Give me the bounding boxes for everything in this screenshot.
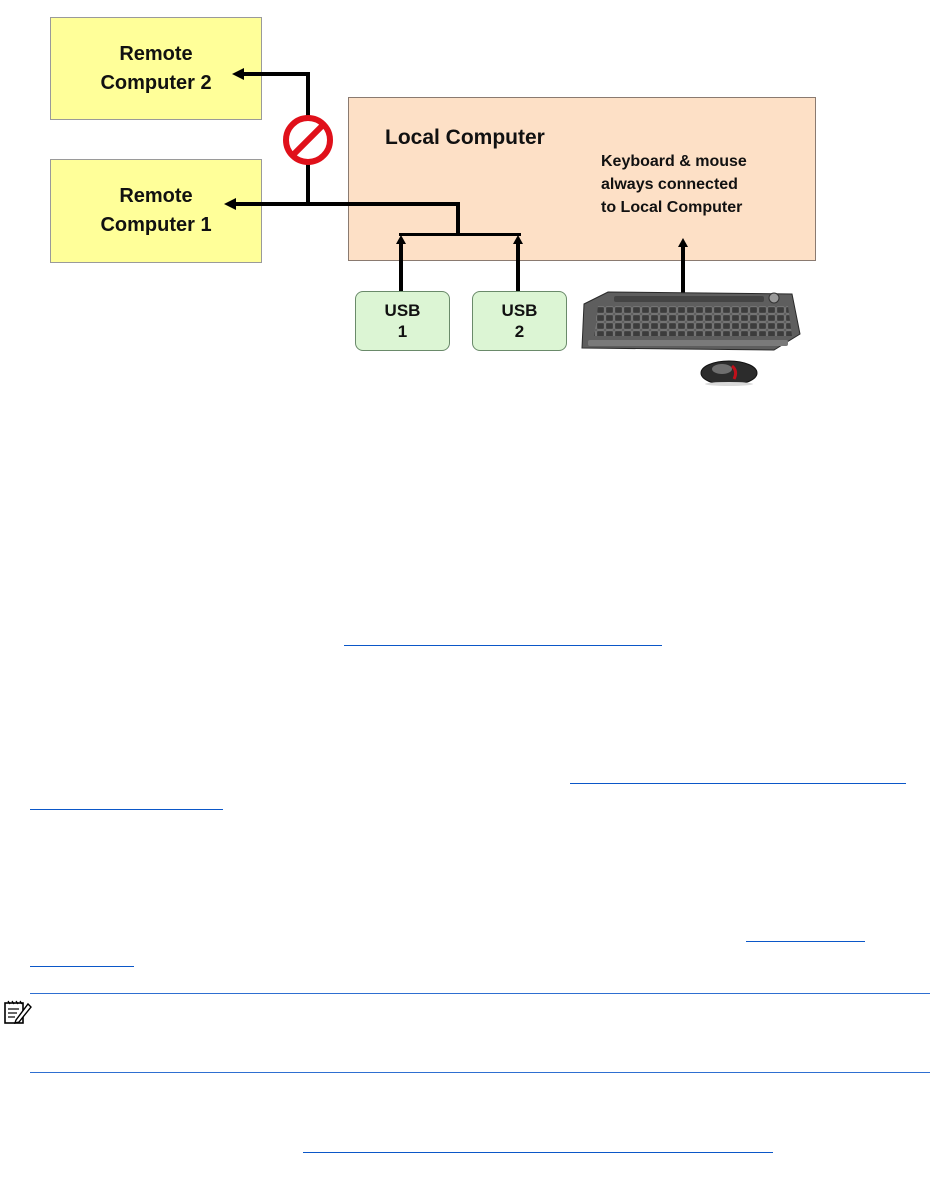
keyboard-mouse-note-line3: to Local Computer	[601, 199, 743, 216]
hyperlink-underline-1[interactable]	[344, 645, 662, 646]
remote-computer-1-label-line1: Remote	[119, 185, 193, 207]
remote-computer-2-label-line2: Computer 2	[100, 71, 212, 94]
hyperlink-underline-2a[interactable]	[570, 783, 906, 784]
keyboard-icon	[581, 291, 801, 351]
remote-computer-2-label-line1: Remote	[119, 42, 193, 65]
usb-2-arrow-icon	[513, 235, 523, 244]
remote-computer-2-box: Remote Computer 2	[50, 17, 262, 120]
remote-computer-1-box: Remote Computer 1	[50, 159, 262, 263]
note-icon	[4, 1000, 32, 1024]
mouse-icon	[700, 360, 758, 386]
usb-1-device: USB 1	[355, 291, 450, 351]
arrow-to-remote-1-icon	[224, 198, 236, 210]
usb-2-device: USB 2	[472, 291, 567, 351]
note-top-rule	[30, 993, 930, 994]
keyboard-arrow-icon	[678, 238, 688, 247]
connector-to-remote-2	[244, 72, 310, 76]
note-bottom-rule	[30, 1072, 930, 1073]
remote-computer-1-label-line2: Computer 1	[100, 214, 212, 236]
keyboard-mouse-note-line1: Keyboard & mouse	[601, 153, 747, 170]
usb-2-connector	[516, 243, 520, 291]
hyperlink-underline-2b[interactable]	[30, 809, 223, 810]
usb-2-label-line2: 2	[514, 322, 525, 341]
usb-bus-line	[399, 233, 521, 236]
usb-1-label-line1: USB	[384, 301, 421, 320]
usb-1-label-line2: 1	[397, 322, 408, 341]
hyperlink-underline-3a[interactable]	[746, 941, 865, 942]
keyboard-mouse-note: Keyboard & mouse always connected to Loc…	[601, 150, 747, 219]
connector-to-remote-1	[236, 202, 460, 206]
usb-1-arrow-icon	[396, 235, 406, 244]
vertical-connector-local	[456, 202, 460, 236]
hyperlink-underline-3b[interactable]	[30, 966, 134, 967]
keyboard-connector	[681, 246, 685, 294]
local-computer-box: Local Computer Keyboard & mouse always c…	[348, 97, 816, 261]
usb-2-label-line1: USB	[501, 301, 538, 320]
keyboard-mouse-note-line2: always connected	[601, 176, 738, 193]
hyperlink-underline-4[interactable]	[303, 1152, 773, 1153]
no-connection-icon	[283, 115, 333, 165]
local-computer-title: Local Computer	[385, 126, 545, 149]
arrow-to-remote-2-icon	[232, 68, 244, 80]
usb-1-connector	[399, 243, 403, 291]
